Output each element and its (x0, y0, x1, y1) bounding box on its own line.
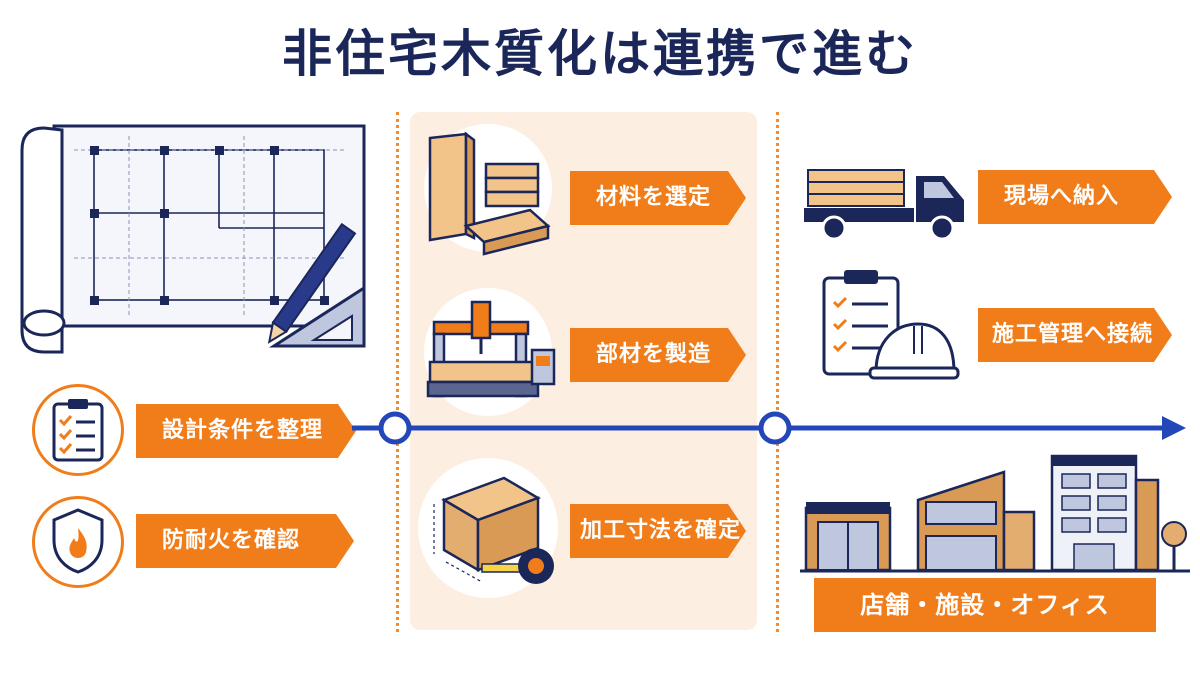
tape-measure-icon (433, 476, 554, 584)
step-design-conditions: 設計条件を整理 (136, 404, 356, 458)
checklist-icon (52, 399, 104, 462)
timeline-node-2 (758, 411, 792, 445)
step-manufacture-parts: 部材を製造 (570, 328, 746, 382)
lumber-icon (428, 131, 551, 256)
buildings-label: 店舗・施設・オフィス (814, 578, 1156, 632)
divider-right (776, 112, 779, 632)
step-construction-management: 施工管理へ接続 (978, 308, 1172, 362)
buildings-icon (800, 454, 1190, 573)
step-fire-resistance: 防耐火を確認 (136, 514, 354, 568)
timeline-node-1 (378, 411, 412, 445)
step-deliver-site: 現場へ納入 (978, 170, 1172, 224)
page-title: 非住宅木質化は連携で進む (282, 25, 918, 83)
timeline-arrow (352, 411, 1186, 445)
cnc-machine-icon (426, 300, 556, 398)
step-select-material: 材料を選定 (570, 171, 746, 225)
clipboard-helmet-icon (822, 270, 960, 380)
fire-shield-icon (52, 508, 104, 574)
truck-icon (804, 169, 964, 241)
step-confirm-dimensions: 加工寸法を確定 (570, 504, 746, 558)
divider-left (396, 112, 399, 632)
blueprint-icon (20, 124, 366, 354)
